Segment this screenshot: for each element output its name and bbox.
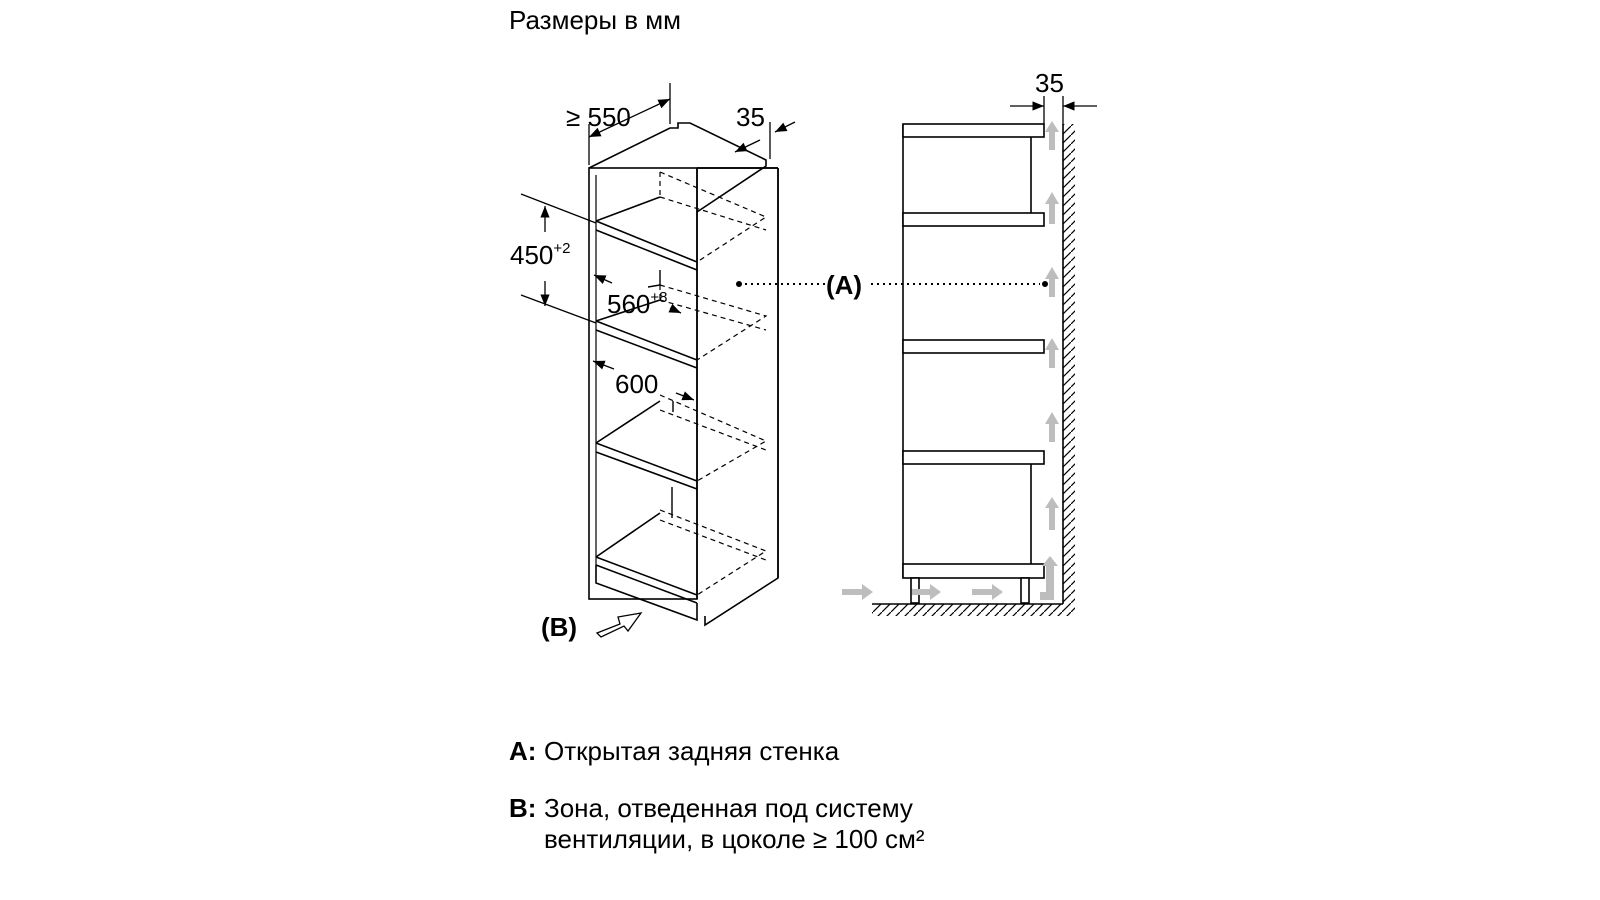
ventilation-arrow-icon — [595, 612, 643, 638]
airflow-arrow-icon — [1045, 121, 1059, 150]
airflow-arrow-icon — [1045, 497, 1059, 530]
dimension-side-gap-label: 35 — [1035, 68, 1064, 98]
shelf-3 — [595, 400, 698, 490]
legend-key-b: B: — [509, 793, 537, 823]
diagram-title: Размеры в мм — [509, 5, 682, 35]
airflow-arrow-icon — [842, 584, 873, 600]
dimension-niche-width-label: 560 — [607, 289, 650, 319]
callout-a-leader — [736, 281, 1048, 287]
airflow-arrow-icon — [1045, 338, 1059, 368]
dimension-lines-right — [1010, 96, 1097, 124]
legend-item-a: A:Открытая задняя стенка — [509, 736, 839, 767]
legend-key-a: A: — [509, 736, 537, 766]
dimension-cabinet-width-label: 600 — [615, 369, 658, 399]
side-section-drawing — [902, 123, 1045, 604]
dimension-niche-width-tolerance: +8 — [650, 289, 667, 306]
airflow-arrow-icon — [1045, 192, 1059, 224]
legend-item-b: B:Зона, отведенная под систему вентиляци… — [509, 793, 984, 855]
base-plinth — [595, 512, 698, 622]
dimension-niche-width-group: 560+8 — [607, 289, 668, 319]
airflow-arrow-icon — [1045, 267, 1059, 297]
wall-floor — [872, 124, 1075, 616]
airflow-corner-arrow-icon — [1040, 556, 1058, 600]
dimension-depth-label: ≥ 550 — [566, 102, 631, 132]
cabinet-drawing — [588, 122, 779, 627]
legend-text-b: Зона, отведенная под систему вентиляции,… — [544, 793, 925, 854]
callout-b-label: (B) — [541, 612, 577, 642]
airflow-arrow-icon — [912, 584, 941, 600]
dimension-niche-height-tolerance: +2 — [553, 240, 570, 257]
dimension-lines-left — [520, 83, 796, 638]
shelf-2 — [595, 299, 698, 369]
airflow-arrows — [842, 121, 1059, 600]
dimension-niche-height-label: 450 — [510, 240, 553, 270]
shelf-1 — [595, 196, 698, 271]
legend-text-a: Открытая задняя стенка — [544, 736, 840, 766]
airflow-arrow-icon — [972, 584, 1003, 600]
airflow-arrow-icon — [1045, 412, 1059, 442]
callout-a-label: (A) — [826, 270, 862, 300]
cabinet-right-side — [704, 168, 779, 627]
dimension-back-gap-label: 35 — [736, 102, 765, 132]
dimension-niche-height-group: 450+2 — [510, 240, 571, 270]
